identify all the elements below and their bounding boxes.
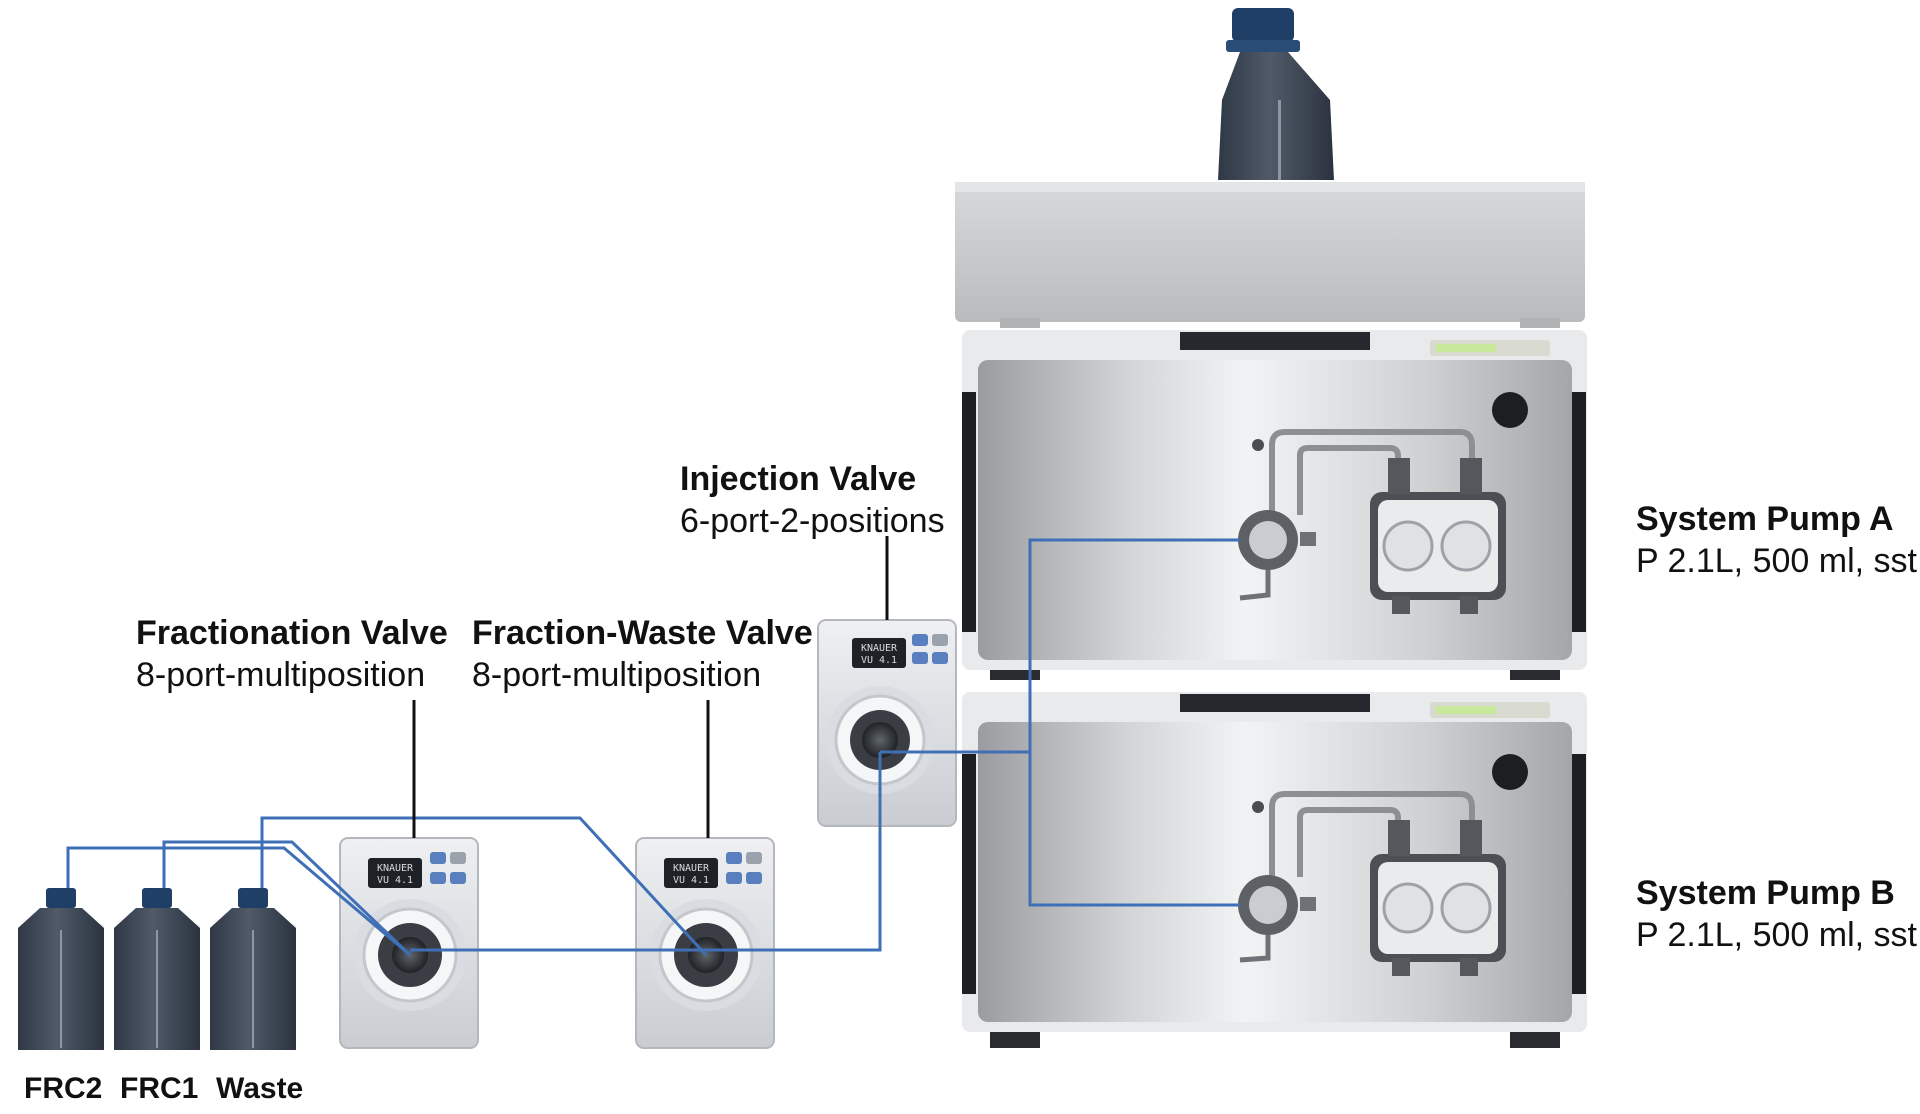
injection-valve-title: Injection Valve [680, 460, 917, 498]
valve-display-line2: VU 4.1 [673, 875, 709, 886]
pump-b-label: System Pump B P 2.1L, 500 ml, sst [1636, 876, 1917, 952]
fraction-waste-valve-title: Fraction-Waste Valve [472, 614, 813, 652]
bottle-icon [114, 888, 200, 1050]
solvent-tray [955, 182, 1585, 328]
bottle-label-waste: Waste [216, 1072, 304, 1105]
valve-display-line1: KNAUER [377, 863, 414, 874]
pump-stack [955, 8, 1587, 1048]
fraction-waste-valve-subtitle: 8-port-multiposition [472, 656, 762, 694]
pump-a-title: System Pump A [1636, 500, 1894, 538]
valve-display-line2: VU 4.1 [861, 655, 897, 666]
bottle-label-frc1: FRC1 [120, 1072, 199, 1105]
leader-lines [412, 536, 889, 838]
injection-valve-label: Injection Valve 6-port-2-positions [680, 462, 945, 538]
pump-icon [962, 330, 1587, 680]
injection-valve-subtitle: 6-port-2-positions [680, 502, 945, 540]
fractionation-valve-label: Fractionation Valve 8-port-multiposition [136, 616, 448, 692]
fraction-waste-valve-icon: KNAUER VU 4.1 [635, 837, 775, 1049]
fractionation-valve-subtitle: 8-port-multiposition [136, 656, 426, 694]
valve-display-line1: KNAUER [673, 863, 710, 874]
bottle-icon [18, 888, 104, 1050]
tubing [66, 538, 1240, 957]
fraction-waste-valve-label: Fraction-Waste Valve 8-port-multipositio… [472, 616, 813, 692]
pump-icon [962, 692, 1587, 1048]
fractionation-valve-title: Fractionation Valve [136, 614, 448, 652]
bottle-icon [210, 888, 296, 1050]
injection-valve-icon: KNAUER VU 4.1 [817, 619, 957, 827]
valve-display-line1: KNAUER [861, 643, 898, 654]
pump-b-title: System Pump B [1636, 874, 1895, 912]
fractionation-valve-icon: KNAUER VU 4.1 [339, 837, 479, 1049]
pump-a-subtitle: P 2.1L, 500 ml, sst [1636, 542, 1917, 580]
pump-b-subtitle: P 2.1L, 500 ml, sst [1636, 916, 1917, 954]
solvent-reservoir-icon [1218, 8, 1334, 180]
bottle-label-frc2: FRC2 [24, 1072, 103, 1105]
valve-display-line2: VU 4.1 [377, 875, 413, 886]
pump-a-label: System Pump A P 2.1L, 500 ml, sst [1636, 502, 1917, 578]
